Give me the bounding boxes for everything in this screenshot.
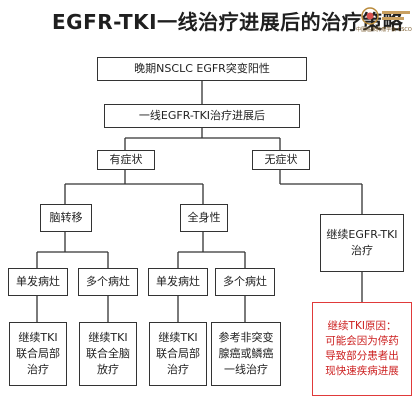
node-brain-mets: 脑转移 xyxy=(40,204,92,232)
node-root: 晚期NSCLC EGFR突变阳性 xyxy=(97,57,307,81)
node-asymptomatic: 无症状 xyxy=(252,150,310,170)
node-sys-multiple: 多个病灶 xyxy=(215,268,275,296)
node-continue-tki: 继续EGFR-TKI治疗 xyxy=(320,214,404,272)
node-progression: 一线EGFR-TKI治疗进展后 xyxy=(104,104,300,128)
node-sys-single-treatment: 继续TKI 联合局部 治疗 xyxy=(149,322,207,386)
logo-emblem-icon xyxy=(361,7,410,25)
node-brain-single: 单发病灶 xyxy=(8,268,68,296)
node-continue-tki-rationale: 继续TKI原因： 可能会因为停药 导致部分患者出 现快速疾病进展 xyxy=(312,302,412,396)
node-symptomatic: 有症状 xyxy=(97,150,155,170)
node-systemic: 全身性 xyxy=(180,204,228,232)
node-sys-single: 单发病灶 xyxy=(148,268,208,296)
node-brain-single-treatment: 继续TKI 联合局部 治疗 xyxy=(9,322,67,386)
node-brain-multiple: 多个病灶 xyxy=(78,268,138,296)
node-sys-multiple-treatment: 参考非突变 腺癌或鳞癌 一线治疗 xyxy=(211,322,281,386)
logo: 中国临床肿瘤学会 CSCO xyxy=(356,6,412,36)
logo-caption: 中国临床肿瘤学会 CSCO xyxy=(356,27,412,33)
page-title: EGFR-TKI一线治疗进展后的治疗策略 xyxy=(52,10,404,34)
node-brain-multiple-treatment: 继续TKI 联合全脑 放疗 xyxy=(79,322,137,386)
